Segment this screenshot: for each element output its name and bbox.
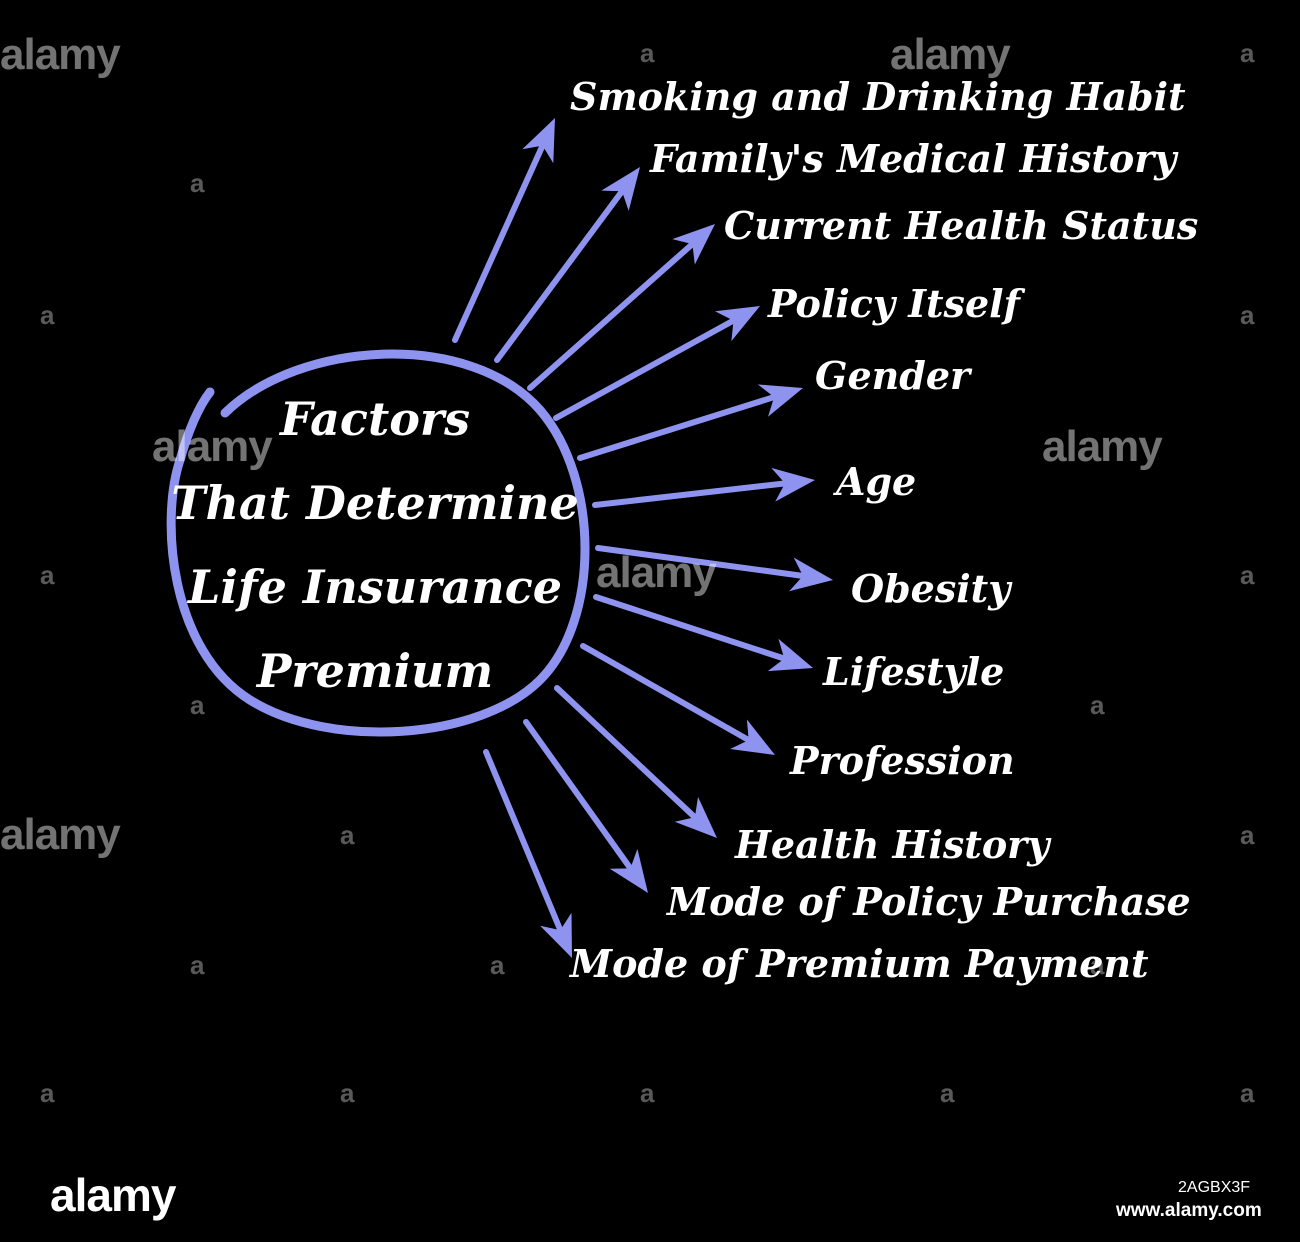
watermark-mark: a <box>1240 820 1255 850</box>
watermark-mark: a <box>40 560 55 590</box>
factor-label: Mode of Premium Payment <box>570 941 1149 986</box>
watermark-mark: a <box>1090 950 1105 980</box>
arrow-head <box>672 224 715 265</box>
watermark-mark: a <box>940 1078 955 1108</box>
arrow-head <box>540 912 572 958</box>
alamy-logo: alamy <box>50 1169 176 1221</box>
factor-label: Profession <box>790 738 1015 783</box>
arrow-shaft <box>494 184 628 363</box>
image-id: 2AGBX3F <box>1178 1179 1251 1196</box>
factor-label: Lifestyle <box>823 649 1005 694</box>
arrow-head <box>730 719 775 755</box>
factor-label: Policy Itself <box>768 281 1020 326</box>
arrow-shaft <box>580 643 757 746</box>
arrow-head <box>767 638 813 672</box>
watermark-text: alamy <box>890 30 1011 79</box>
center-circle <box>166 349 590 737</box>
arrow-head <box>601 167 640 211</box>
watermark-mark: a <box>190 950 205 980</box>
center-title-line: Premium <box>256 644 494 698</box>
watermark-mark: a <box>490 950 505 980</box>
factor-label: Smoking and Drinking Habit <box>570 74 1186 119</box>
arrow-shaft <box>595 545 812 580</box>
arrow-head <box>609 848 648 893</box>
factor-label: Family's Medical History <box>650 136 1177 181</box>
arrow-head <box>715 306 760 342</box>
arrow-head <box>522 118 555 164</box>
factor-label: Gender <box>815 353 971 398</box>
watermark-mark: a <box>1240 300 1255 330</box>
arrow-shaft <box>577 392 782 461</box>
factor-label: Health History <box>735 822 1050 867</box>
arrow-shaft <box>523 719 637 876</box>
watermark-text: alamy <box>152 422 273 471</box>
watermark-mark: a <box>1240 38 1255 68</box>
watermark-mark: a <box>190 690 205 720</box>
watermark-mark: a <box>40 1078 55 1108</box>
watermark-mark: a <box>190 168 205 198</box>
arrows-group <box>452 118 833 958</box>
center-title-line: That Determine <box>171 476 579 530</box>
factor-label: Mode of Policy Purchase <box>667 879 1191 924</box>
watermark-text: alamy <box>1042 422 1163 471</box>
factor-label: Current Health Status <box>724 203 1199 248</box>
arrow-shaft <box>553 315 741 421</box>
watermark-mark: a <box>1090 690 1105 720</box>
center-title-line: Factors <box>279 392 471 446</box>
arrow-shaft <box>483 749 566 938</box>
watermark-text: alamy <box>596 548 717 597</box>
arrow-shaft <box>554 685 702 824</box>
watermark-mark: a <box>40 300 55 330</box>
arrow-shaft <box>527 237 700 391</box>
watermark-mark: a <box>1240 1078 1255 1108</box>
arrow-head <box>674 796 717 838</box>
watermark-mark: a <box>640 38 655 68</box>
watermark-mark: a <box>1240 560 1255 590</box>
watermark-mark: a <box>340 1078 355 1108</box>
arrow-shaft <box>592 479 793 508</box>
watermark-mark: a <box>640 1078 655 1108</box>
arrow-head <box>789 557 833 592</box>
arrow-head <box>771 467 815 502</box>
watermark-text: alamy <box>0 30 121 79</box>
watermark-mark: a <box>340 820 355 850</box>
arrow-shaft <box>452 137 548 343</box>
center-title-line: Life Insurance <box>188 560 562 614</box>
watermark-text: alamy <box>0 810 121 859</box>
arrow-head <box>757 384 803 417</box>
watermark-site: www.alamy.com <box>1116 1200 1262 1221</box>
arrow-shaft <box>593 594 793 664</box>
factor-label: Age <box>836 459 917 504</box>
factor-label: Obesity <box>851 566 1011 611</box>
